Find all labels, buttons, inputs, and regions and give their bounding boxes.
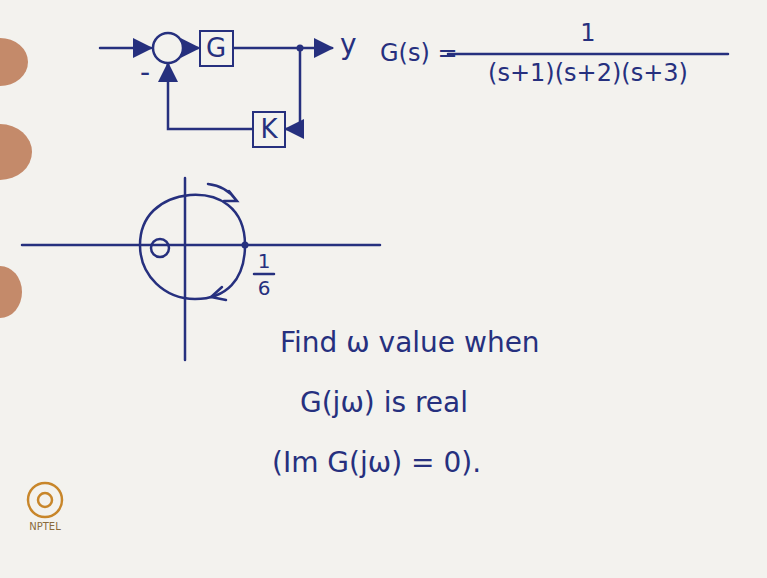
nyquist-curve — [140, 195, 245, 299]
note-text: G(jω) is real — [300, 388, 468, 419]
block-name: G — [206, 34, 226, 63]
math-term: 6 — [258, 277, 271, 299]
real-axis — [22, 244, 380, 247]
logo-ring — [28, 483, 62, 517]
block-box: G — [199, 30, 234, 67]
math-term: (s+1)(s+2)(s+3) — [488, 60, 688, 86]
fraction-bar — [448, 53, 728, 56]
direction-arrow — [211, 287, 226, 300]
logo-core — [38, 493, 52, 507]
hands — [0, 38, 32, 318]
direction-arrow — [208, 184, 237, 201]
math-term: G(s) = — [380, 40, 458, 66]
signal-name: - — [140, 58, 150, 89]
watermark: NPTEL — [29, 521, 61, 532]
branch-dot — [297, 45, 304, 52]
block-name: K — [260, 115, 277, 144]
math-term: 1 — [258, 250, 271, 272]
fraction-bar — [254, 273, 274, 276]
math-term: 1 — [580, 20, 595, 46]
crossing-dot — [242, 242, 249, 249]
note-text: (Im G(jω) = 0). — [272, 448, 481, 479]
imag-axis — [184, 178, 187, 360]
feedback-arrow — [167, 64, 170, 80]
block-box: K — [252, 111, 286, 148]
input-arrow — [100, 47, 151, 50]
note-text: Find ω value when — [280, 328, 540, 359]
signal-name: y — [340, 30, 357, 61]
output-arrow — [300, 47, 332, 50]
nyquist-loop — [151, 239, 169, 257]
summing-junction — [153, 33, 183, 63]
